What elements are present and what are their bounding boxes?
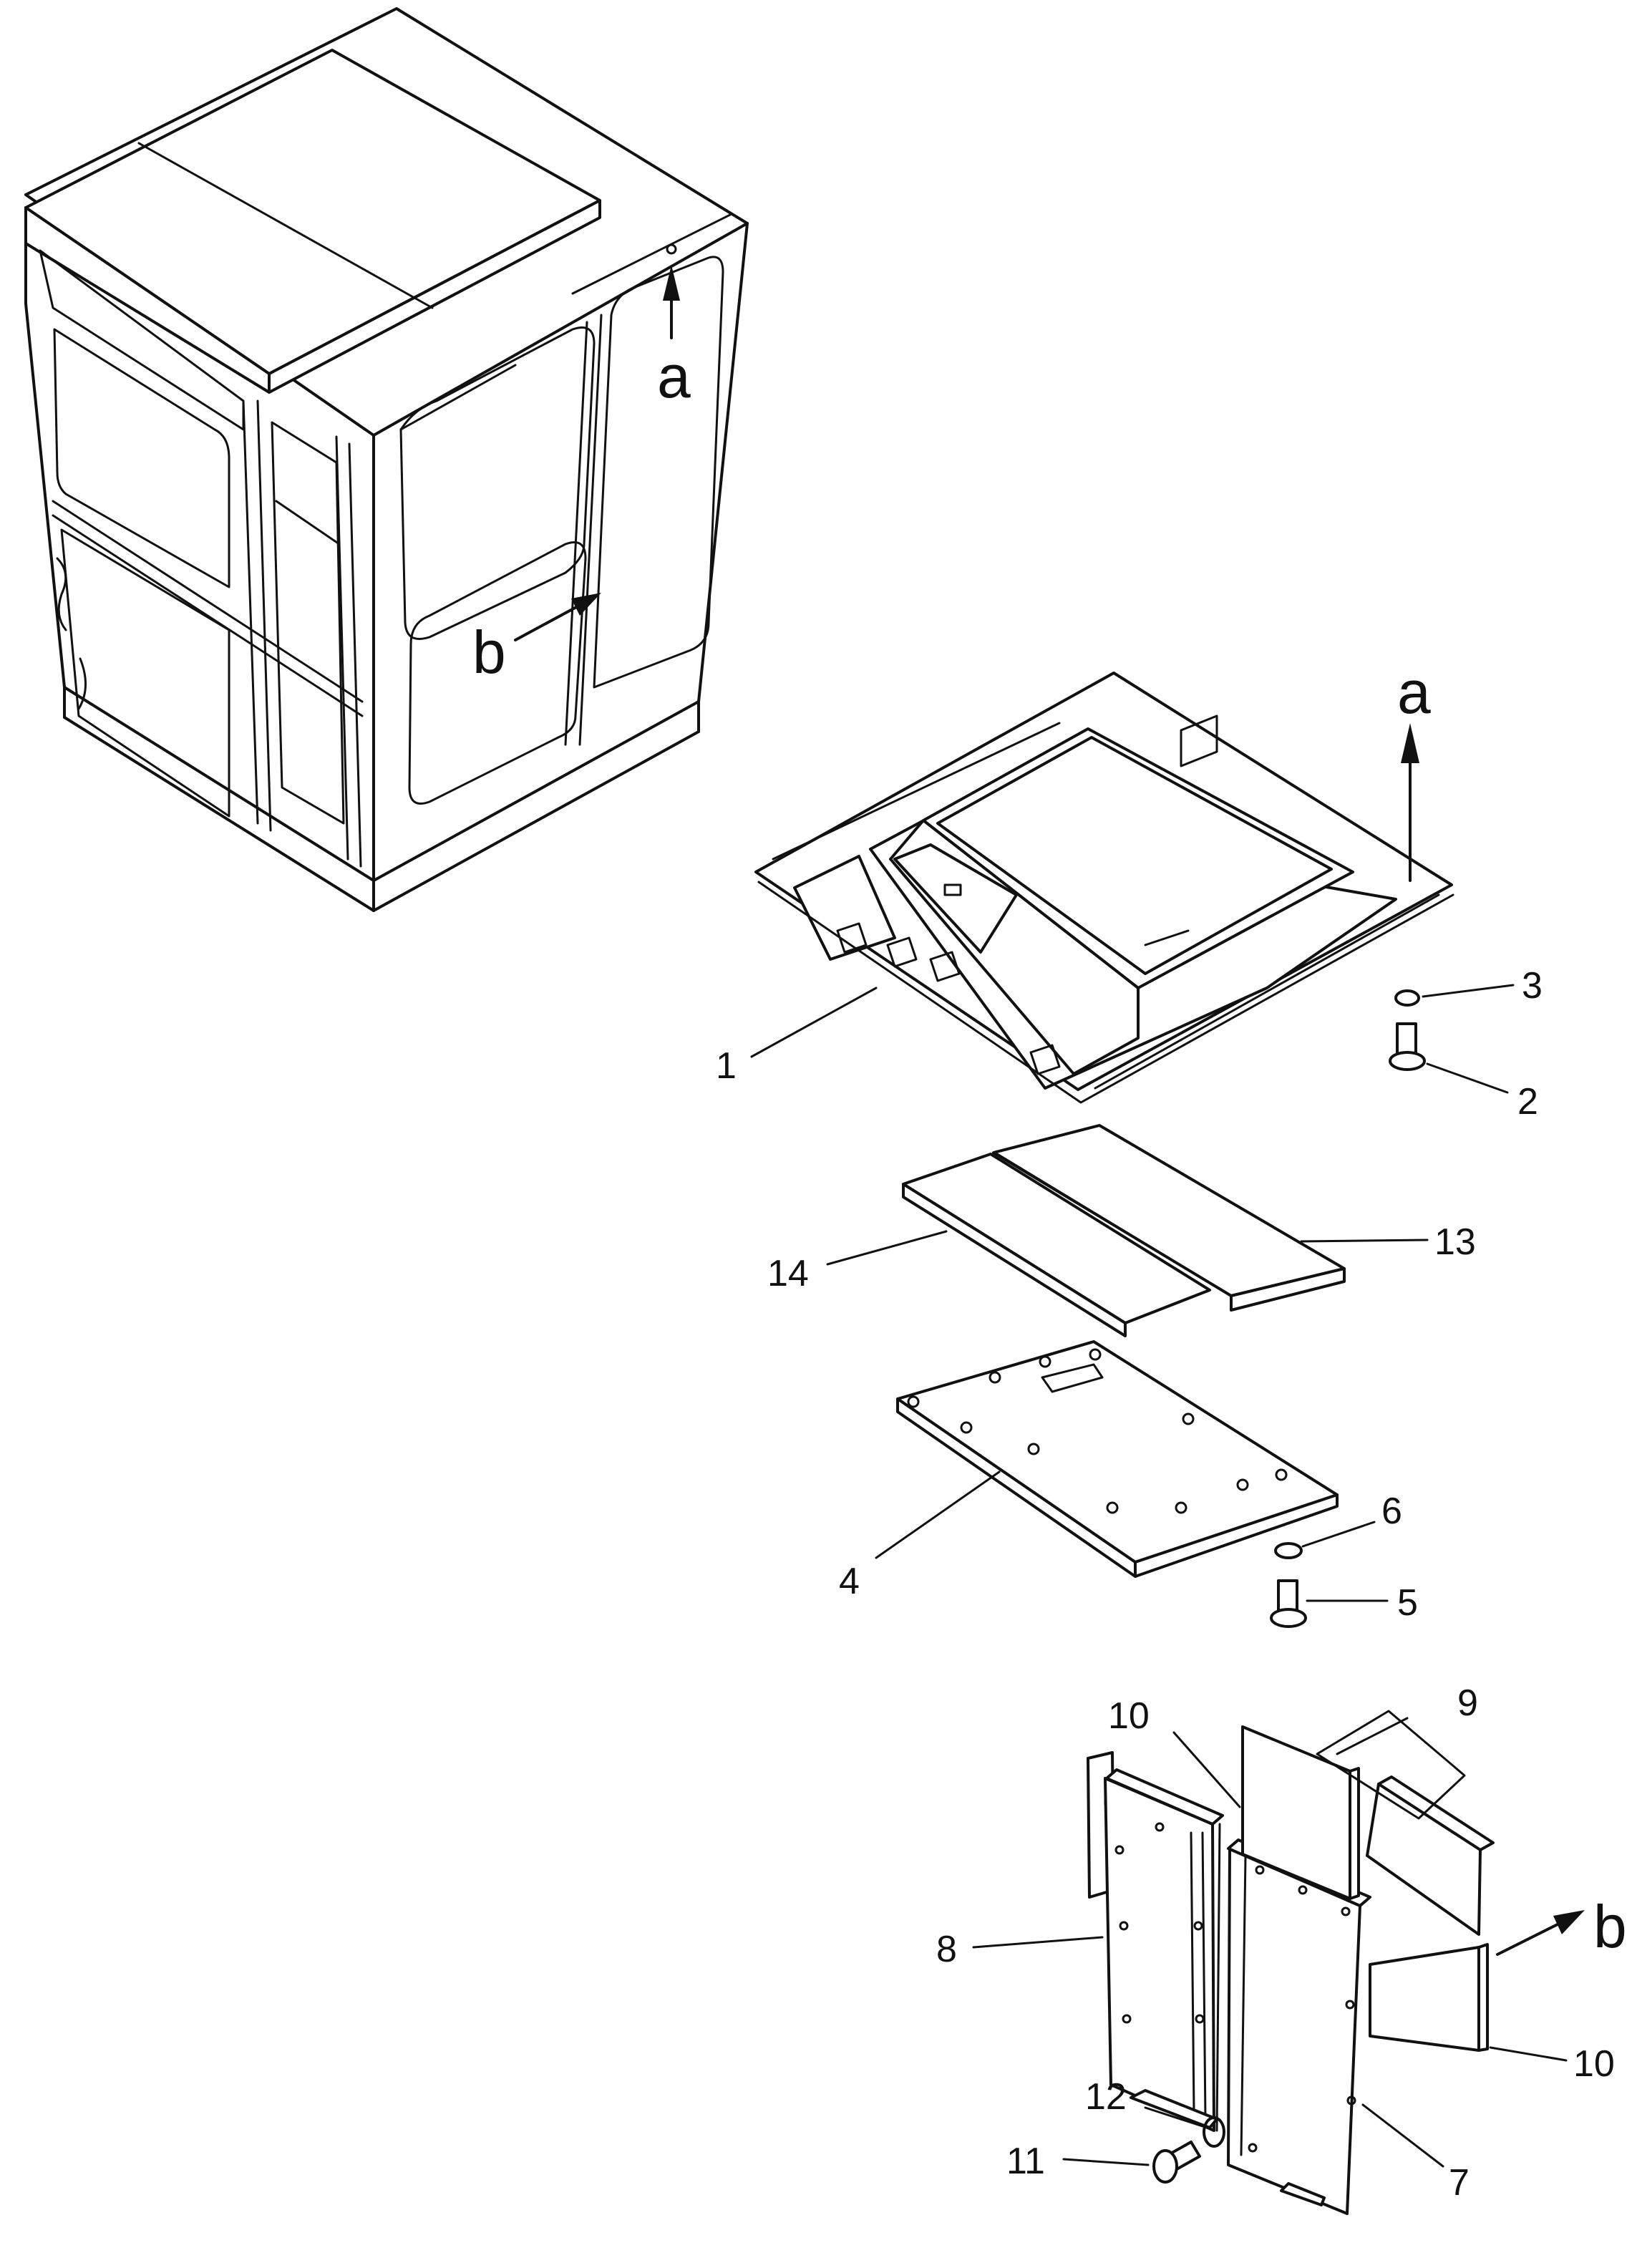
callout-4: 4 — [839, 1561, 860, 1602]
callout-5: 5 — [1397, 1582, 1418, 1624]
view-ref-a-cab: a — [657, 343, 691, 410]
callout-8: 8 — [936, 1929, 957, 1970]
part-5-bolt — [1270, 1579, 1307, 1628]
callout-1: 1 — [716, 1045, 737, 1087]
callout-9: 9 — [1457, 1682, 1478, 1724]
part-14-pad — [902, 1153, 1211, 1337]
part-2-bolt — [1389, 1022, 1426, 1071]
cab-assembly — [24, 7, 749, 912]
arrow-b-shaft — [1496, 1917, 1570, 1956]
callout-7: 7 — [1449, 2162, 1470, 2204]
part-13-pad — [992, 1124, 1346, 1312]
callout-11: 11 — [1006, 2141, 1045, 2182]
callout-12: 12 — [1085, 2076, 1127, 2118]
part-6-washer — [1274, 1542, 1303, 1559]
view-ref-b-cab: b — [472, 619, 506, 686]
part-1-roof-tray — [754, 672, 1454, 1104]
callout-10-upper: 10 — [1108, 1695, 1150, 1737]
part-4-plate — [896, 1340, 1339, 1578]
arrow-a-head — [1401, 723, 1419, 763]
part-11-bolt — [1152, 2141, 1201, 2184]
callout-3: 3 — [1522, 965, 1543, 1007]
part-3-washer — [1394, 989, 1420, 1007]
part-9-pad — [1241, 1710, 1495, 1936]
callout-10-lower: 10 — [1573, 2043, 1615, 2085]
leader-lines — [750, 984, 1568, 2168]
part-10-pad — [1369, 1943, 1489, 2052]
part-12-washer — [1203, 2116, 1225, 2148]
callout-2: 2 — [1517, 1081, 1538, 1123]
part-8-panel — [1087, 1751, 1224, 2132]
callout-6: 6 — [1381, 1491, 1402, 1532]
callout-13: 13 — [1434, 1221, 1476, 1263]
callout-14: 14 — [767, 1253, 809, 1294]
view-ref-b-part: b — [1593, 1893, 1627, 1960]
arrow-b-head — [1553, 1910, 1585, 1934]
view-ref-a-part: a — [1397, 659, 1431, 726]
